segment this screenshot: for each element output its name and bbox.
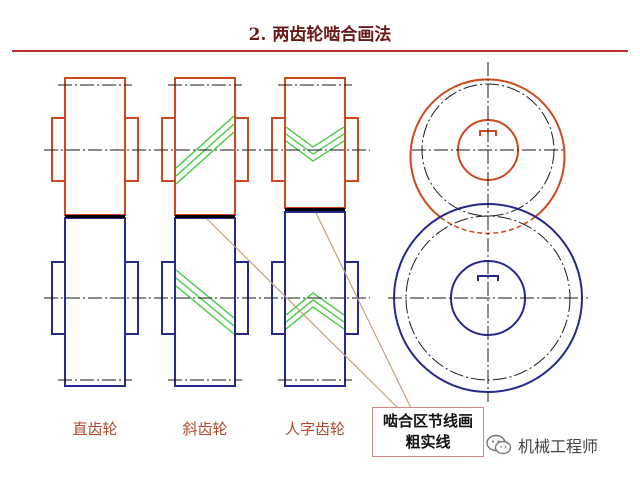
callout-leader-lines bbox=[206, 212, 413, 411]
page-title: 2. 两齿轮啮合画法 bbox=[248, 25, 392, 45]
herringbone-gear-pair bbox=[271, 77, 359, 387]
spur-lower-gear bbox=[51, 217, 139, 387]
herringbone-lower-teeth bbox=[285, 292, 345, 330]
caption-herringbone-gear: 人字齿轮 bbox=[284, 420, 345, 438]
herringbone-upper-gear bbox=[271, 77, 359, 209]
brand-watermark: 机械工程师 bbox=[486, 430, 598, 460]
front-view-center-lines bbox=[388, 62, 588, 402]
title-underline bbox=[12, 50, 628, 52]
mesh-zone-callout: 啮合区节线画 粗实线 bbox=[372, 407, 484, 457]
caption-helical-gear: 斜齿轮 bbox=[182, 420, 228, 438]
callout-line-2: 粗实线 bbox=[405, 433, 451, 451]
helical-upper-gear bbox=[161, 77, 249, 216]
callout-line-1: 啮合区节线画 bbox=[382, 412, 473, 430]
caption-spur-gear: 直齿轮 bbox=[72, 420, 118, 438]
side-view-center-lines bbox=[44, 84, 370, 381]
wechat-icon bbox=[486, 434, 512, 455]
helical-gear-pair bbox=[161, 77, 249, 387]
helical-lower-teeth bbox=[175, 269, 235, 335]
herringbone-upper-teeth bbox=[285, 126, 345, 162]
spur-upper-gear bbox=[51, 77, 139, 216]
brand-name: 机械工程师 bbox=[518, 437, 599, 456]
herringbone-lower-gear bbox=[271, 211, 359, 387]
spur-gear-pair bbox=[51, 77, 139, 387]
